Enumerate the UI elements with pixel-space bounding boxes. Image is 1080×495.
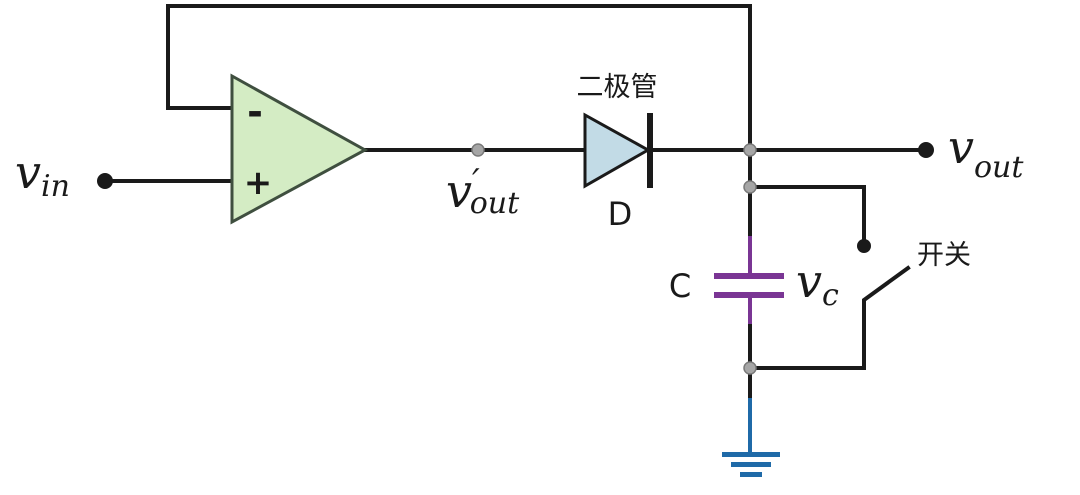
switch-contact — [857, 239, 871, 253]
output-terminal — [918, 142, 934, 158]
capacitor-plate-top — [714, 273, 784, 279]
input-terminal — [97, 173, 113, 189]
label-capacitor: C — [669, 267, 691, 305]
node-junction-top — [743, 143, 757, 157]
ground-bar-1 — [722, 452, 780, 457]
ground-bar-2 — [731, 462, 771, 467]
switch-upper-wire — [748, 185, 866, 247]
label-vout: vout — [948, 120, 1024, 185]
node-junction-switch — [743, 180, 757, 194]
diode-cathode-bar — [647, 113, 653, 188]
node-vout-prime — [471, 143, 485, 157]
label-diode-cn: 二极管 — [577, 72, 658, 103]
label-diode-letter: D — [608, 195, 633, 233]
opamp-plus-sign: + — [244, 163, 273, 203]
opamp-minus-sign: - — [247, 90, 263, 134]
label-vc: vc — [796, 254, 839, 313]
opamp-triangle — [230, 73, 369, 225]
label-vout-prime: v′out — [446, 162, 520, 221]
feedback-wire — [166, 4, 752, 152]
node-junction-bottom — [743, 361, 757, 375]
capacitor-plate-bottom — [714, 292, 784, 298]
label-switch-cn: 开关 — [917, 240, 971, 271]
ground-bar-3 — [740, 472, 762, 477]
diode-triangle — [583, 112, 652, 189]
switch-blade — [862, 265, 911, 370]
label-vin: vin — [15, 145, 70, 204]
